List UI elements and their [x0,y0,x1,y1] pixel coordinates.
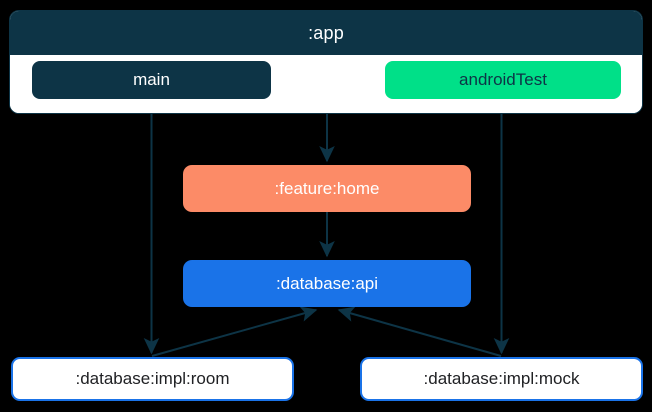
edge-impl-room-to-database-api [151,306,318,357]
node-database-api[interactable]: :database:api [183,260,471,307]
edge-impl-mock-to-database-api [337,306,502,357]
node-database-impl-mock[interactable]: :database:impl:mock [360,357,643,401]
node-database-impl-room[interactable]: :database:impl:room [11,357,294,401]
module-app-sourcesets: main androidTest [10,55,642,113]
module-app-container[interactable]: :app main androidTest [9,10,643,114]
sourceset-androidtest[interactable]: androidTest [385,61,621,99]
module-app-title: :app [10,11,642,55]
node-feature-home[interactable]: :feature:home [183,165,471,212]
sourceset-main[interactable]: main [32,61,271,99]
